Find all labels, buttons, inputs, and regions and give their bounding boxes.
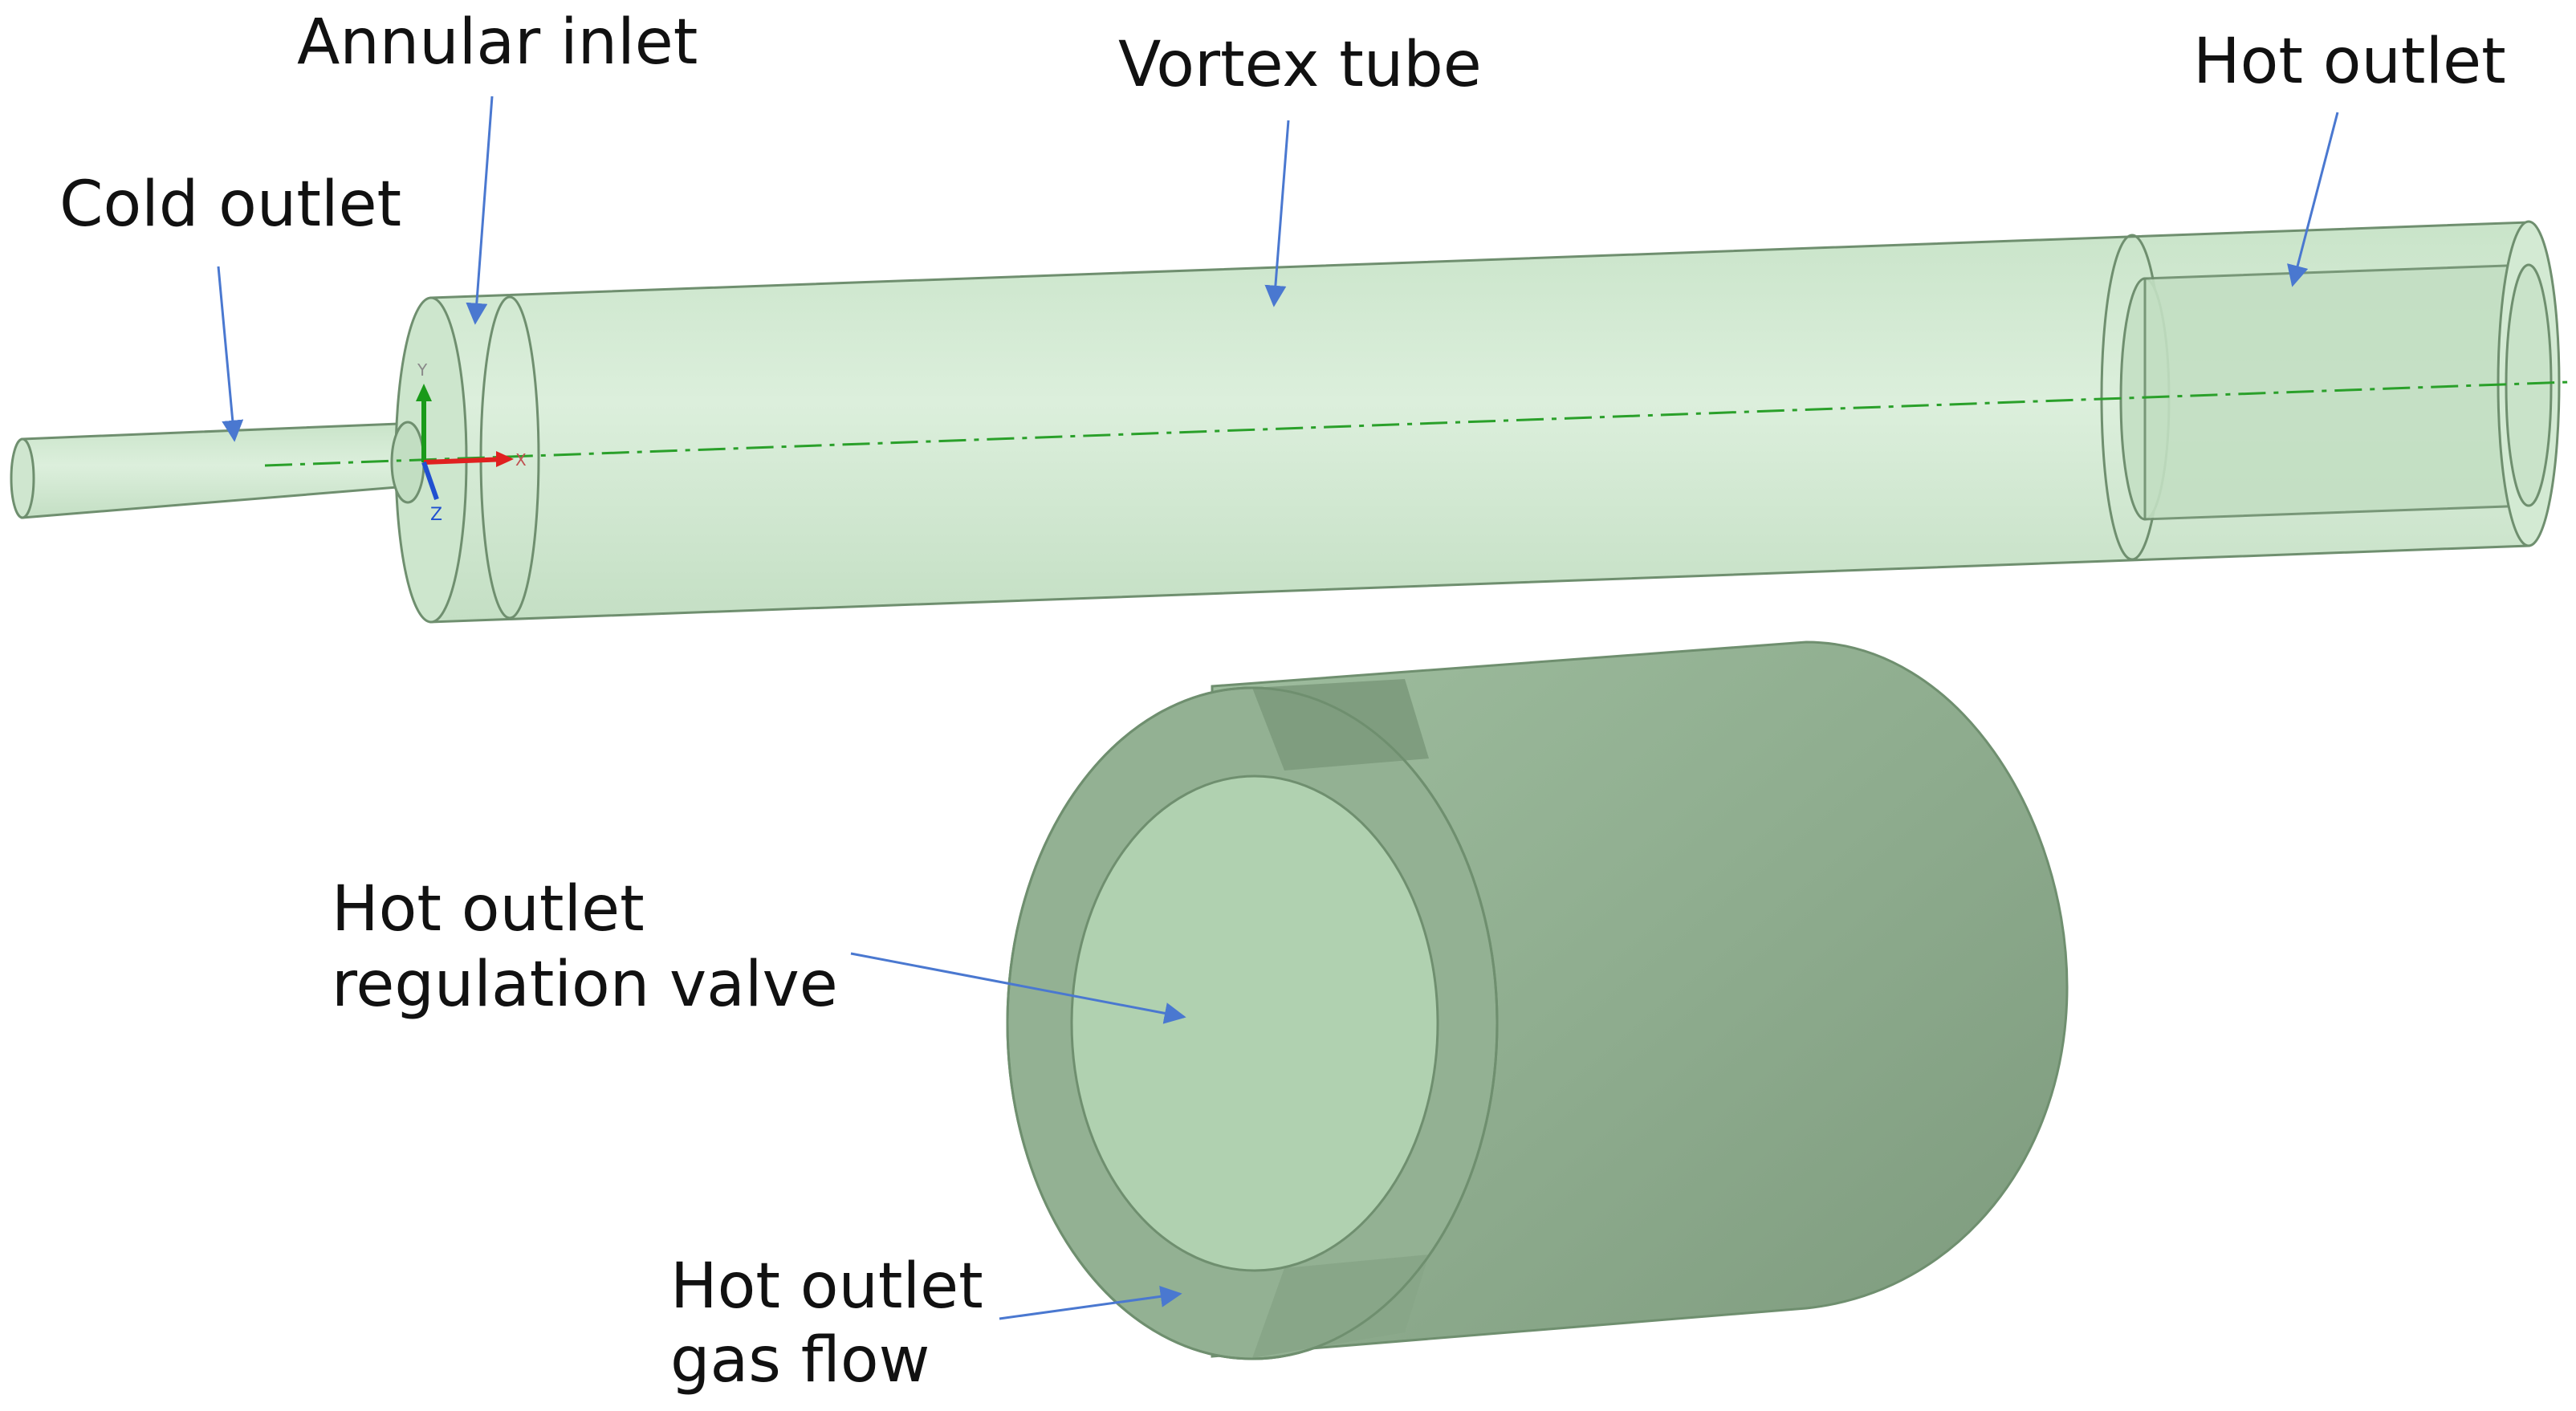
label-cold-outlet: Cold outlet bbox=[59, 169, 402, 241]
label-vortex-tube: Vortex tube bbox=[1118, 29, 1482, 101]
x-axis-tip bbox=[496, 451, 514, 467]
y-axis-tip bbox=[416, 384, 432, 401]
hot-outlet-inner-pipe bbox=[2143, 263, 2530, 521]
label-hot-outlet: Hot outlet bbox=[2193, 26, 2506, 98]
label-valve-line2: regulation valve bbox=[332, 949, 838, 1021]
leader-hot-outlet bbox=[2287, 112, 2339, 287]
z-axis-label: Z bbox=[430, 505, 442, 525]
valve-inner-wall-top bbox=[1252, 679, 1429, 771]
leader-annular-inlet bbox=[466, 96, 494, 325]
label-gasflow-line1: Hot outlet bbox=[670, 1250, 983, 1323]
label-gasflow-line2: gas flow bbox=[670, 1324, 930, 1397]
x-axis-label: X bbox=[515, 450, 527, 470]
label-annular-inlet: Annular inlet bbox=[297, 6, 698, 79]
leader-regulation-valve bbox=[850, 952, 1186, 1024]
valve-inner-wall-bottom bbox=[1252, 1254, 1429, 1358]
label-valve-line1: Hot outlet bbox=[332, 873, 645, 945]
z-axis-arrow bbox=[421, 462, 439, 500]
coordinate-triad: Y X Z bbox=[416, 360, 527, 525]
leader-gas-flow bbox=[999, 1285, 1182, 1320]
leader-vortex-tube bbox=[1264, 120, 1290, 307]
vortex-tube-assembly: Y X Z bbox=[10, 220, 2570, 624]
hot-outlet-right-inner bbox=[2505, 263, 2553, 507]
x-axis-arrow bbox=[423, 457, 508, 465]
valve-assembly bbox=[1006, 640, 2069, 1360]
cold-outlet-hole bbox=[390, 421, 425, 504]
cold-outlet-pipe bbox=[21, 421, 419, 519]
regulation-valve-disk bbox=[1070, 775, 1439, 1272]
y-axis-label: Y bbox=[417, 360, 428, 380]
hot-outlet-gas-flow-annulus bbox=[1006, 686, 1499, 1360]
leader-lines bbox=[217, 96, 2339, 1320]
cold-outlet-end bbox=[10, 437, 35, 519]
leader-cold-outlet bbox=[217, 266, 244, 442]
